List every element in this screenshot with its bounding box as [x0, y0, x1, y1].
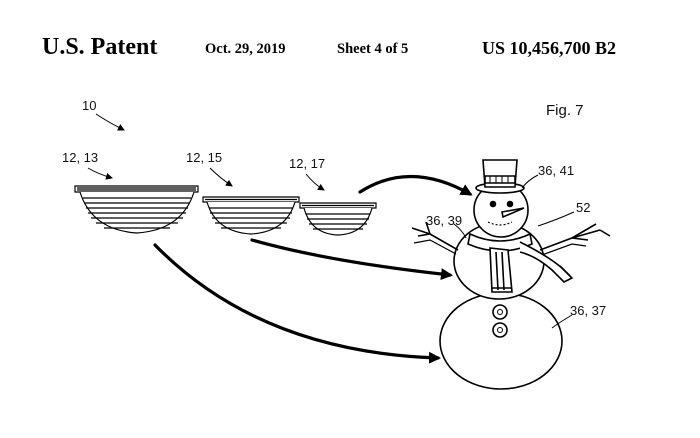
carrot-nose: [501, 207, 525, 219]
arm-right: [539, 223, 611, 251]
leader-bowl-large: [87, 167, 113, 180]
leader-bowl-small: [305, 173, 325, 191]
eye-left: [489, 200, 497, 208]
leader-arm: [537, 211, 575, 227]
arrow-large-to-base: [153, 243, 441, 364]
leader-bowl-medium: [209, 167, 233, 187]
patent-header-sheet: Sheet 4 of 5: [337, 41, 409, 57]
bowl-small: [299, 202, 377, 236]
leader-head: [521, 174, 539, 189]
ref-label-middle: 36, 39: [426, 213, 463, 228]
button-upper: [492, 304, 508, 320]
eye-right: [506, 200, 514, 208]
ref-label-assembly: 10: [82, 98, 97, 113]
patent-header-date: Oct. 29, 2019: [205, 41, 286, 57]
bowl-medium: [202, 196, 300, 235]
leader-base: [551, 314, 573, 329]
arrow-small-to-head: [358, 174, 473, 196]
leader-arrows: [87, 113, 325, 191]
ref-label-bowl-large: 12, 13: [62, 150, 99, 165]
arm-left: [411, 221, 459, 251]
mouth: [487, 221, 513, 226]
leader-middle: [453, 223, 467, 239]
assembly-arrows: [153, 174, 473, 364]
arrow-medium-to-middle: [250, 238, 453, 280]
figure-label: Fig. 7: [546, 102, 584, 119]
ref-label-bowl-medium: 12, 15: [186, 150, 223, 165]
patent-header-number: US 10,456,700 B2: [482, 38, 617, 58]
ref-label-arm: 52: [576, 200, 591, 215]
snowman-leaders: [453, 174, 575, 329]
button-lower: [492, 322, 508, 338]
scarf: [467, 232, 533, 252]
leader-assembly: [95, 113, 125, 131]
bowl-large: [74, 185, 199, 234]
snowman: [411, 159, 611, 390]
patent-header-title: U.S. Patent: [42, 34, 158, 60]
ref-label-base: 36, 37: [570, 303, 607, 318]
ref-label-head: 36, 41: [538, 163, 575, 178]
ref-label-bowl-small: 12, 17: [289, 156, 326, 171]
